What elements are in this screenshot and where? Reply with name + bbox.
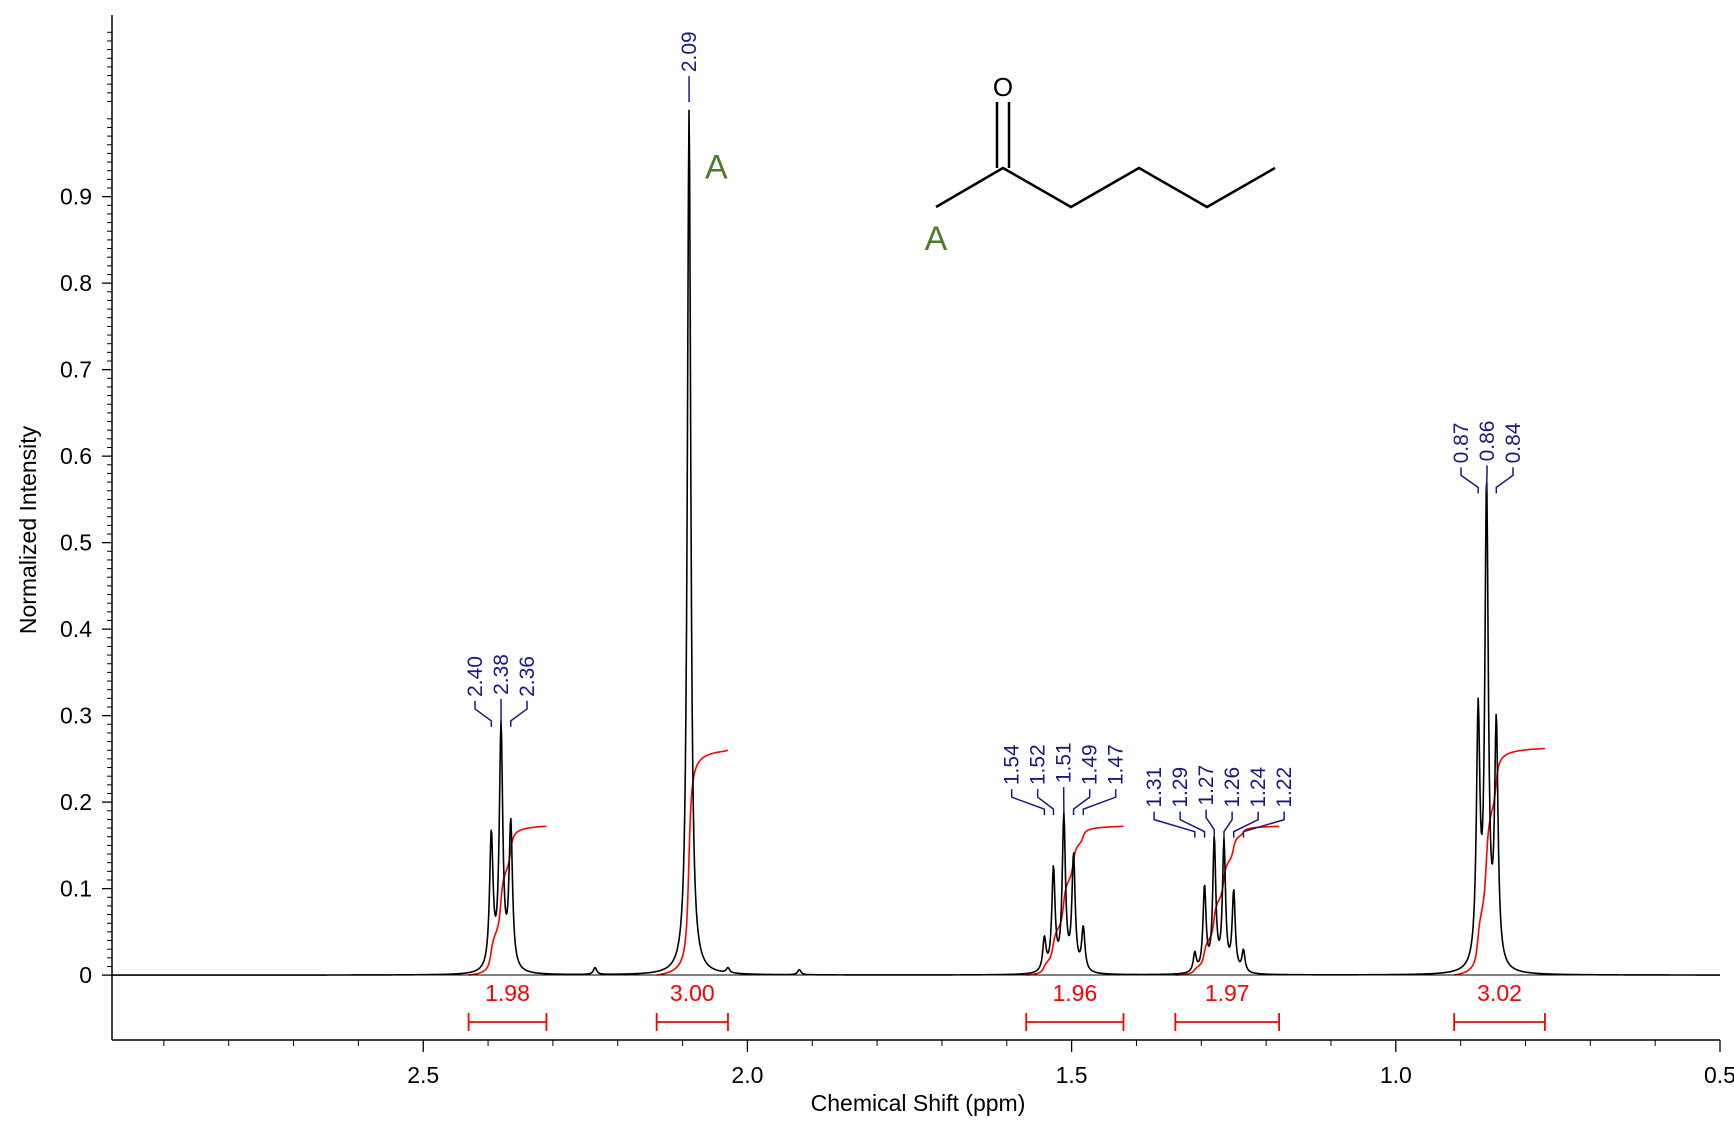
- integral-curve: [1175, 825, 1280, 976]
- x-tick-label: 1.5: [1056, 1062, 1088, 1088]
- peak-label: 1.22: [1273, 767, 1296, 808]
- integral-curves: [468, 747, 1545, 976]
- integral-curve: [468, 825, 547, 976]
- peak-label: 1.24: [1247, 766, 1270, 807]
- peak-label-leader: [1232, 811, 1259, 838]
- y-tick-label: 0.8: [60, 270, 92, 296]
- carbon-chain-bonds: [935, 166, 1276, 209]
- y-tick-label: 0.7: [60, 357, 92, 383]
- integral-curve: [1454, 747, 1545, 976]
- peak-label: 1.49: [1079, 744, 1102, 785]
- y-tick-label: 0.5: [60, 530, 92, 556]
- peak-label: 1.47: [1105, 744, 1128, 785]
- peak-label: 2.36: [516, 656, 539, 697]
- molecule-structure: O A: [925, 72, 1276, 258]
- x-tick-label: 2.5: [407, 1062, 439, 1088]
- peak-label-leader: [1205, 809, 1216, 836]
- peak-label: 1.26: [1221, 767, 1244, 808]
- spectrum-line: [111, 109, 1721, 976]
- assignment-labels: A: [705, 148, 728, 186]
- y-tick-label: 0.2: [60, 789, 92, 815]
- peak-label: 2.38: [490, 654, 513, 695]
- peak-assignment-label: A: [705, 148, 728, 186]
- x-tick-label: 1.0: [1380, 1062, 1412, 1088]
- peak-label: 1.29: [1169, 767, 1192, 808]
- y-tick-label: 0.3: [60, 703, 92, 729]
- peak-label: 0.87: [1450, 423, 1473, 464]
- integral-bars: 1.98 3.00 1.96 1.97 3.02: [467, 980, 1546, 1031]
- peak-label-leader: [1179, 811, 1206, 838]
- oxygen-atom-label: O: [993, 72, 1013, 102]
- peak-label: 1.52: [1027, 744, 1050, 785]
- peak-label: 1.27: [1195, 765, 1218, 806]
- y-ticks: 0 0.1 0.2 0.3 0.4 0.5 0.6 0.7 0.8 0.9: [60, 31, 112, 988]
- peak-label-leader: [474, 700, 493, 727]
- y-axis-title: Normalized Intensity: [15, 425, 41, 634]
- y-tick-label: 0.6: [60, 443, 92, 469]
- integral-value: 3.02: [1477, 980, 1522, 1006]
- peak-label-leader: [1495, 467, 1514, 494]
- peak-label-leader: [1036, 789, 1055, 816]
- x-tick-label: 2.0: [731, 1062, 763, 1088]
- peak-label: 2.40: [464, 656, 487, 697]
- peak-label-leader: [1072, 789, 1091, 816]
- y-tick-label: 0.4: [60, 616, 92, 642]
- integral-value: 1.98: [485, 980, 530, 1006]
- peak-label-leader: [1223, 811, 1233, 838]
- integral-curve: [1026, 825, 1124, 976]
- peak-label: 0.84: [1502, 422, 1525, 463]
- peak-label-leader: [510, 700, 528, 727]
- peak-label-leader: [1242, 811, 1285, 838]
- structure-assignment-label: A: [925, 220, 948, 258]
- peak-label: 2.09: [678, 31, 701, 72]
- y-tick-label: 0.1: [60, 876, 92, 902]
- peak-label-leader: [1010, 789, 1046, 816]
- x-tick-label: 0.5: [1704, 1062, 1734, 1088]
- peak-label: 1.31: [1143, 767, 1166, 808]
- peak-label-leader: [1153, 811, 1196, 838]
- y-tick-label: 0.9: [60, 184, 92, 210]
- integral-value: 1.96: [1052, 980, 1097, 1006]
- x-ticks: 2.5 2.0 1.5 1.0 0.5: [163, 1040, 1734, 1088]
- axes: [111, 15, 1720, 1041]
- peak-label: 1.51: [1053, 742, 1076, 783]
- integral-value: 3.00: [670, 980, 715, 1006]
- peak-label-leader: [1460, 467, 1479, 494]
- y-tick-label: 0: [79, 962, 92, 988]
- peak-label: 0.86: [1476, 421, 1499, 462]
- peak-label-leader: [1082, 789, 1117, 816]
- x-axis-title: Chemical Shift (ppm): [811, 1090, 1026, 1116]
- integral-value: 1.97: [1205, 980, 1250, 1006]
- peak-label: 1.54: [1001, 744, 1024, 785]
